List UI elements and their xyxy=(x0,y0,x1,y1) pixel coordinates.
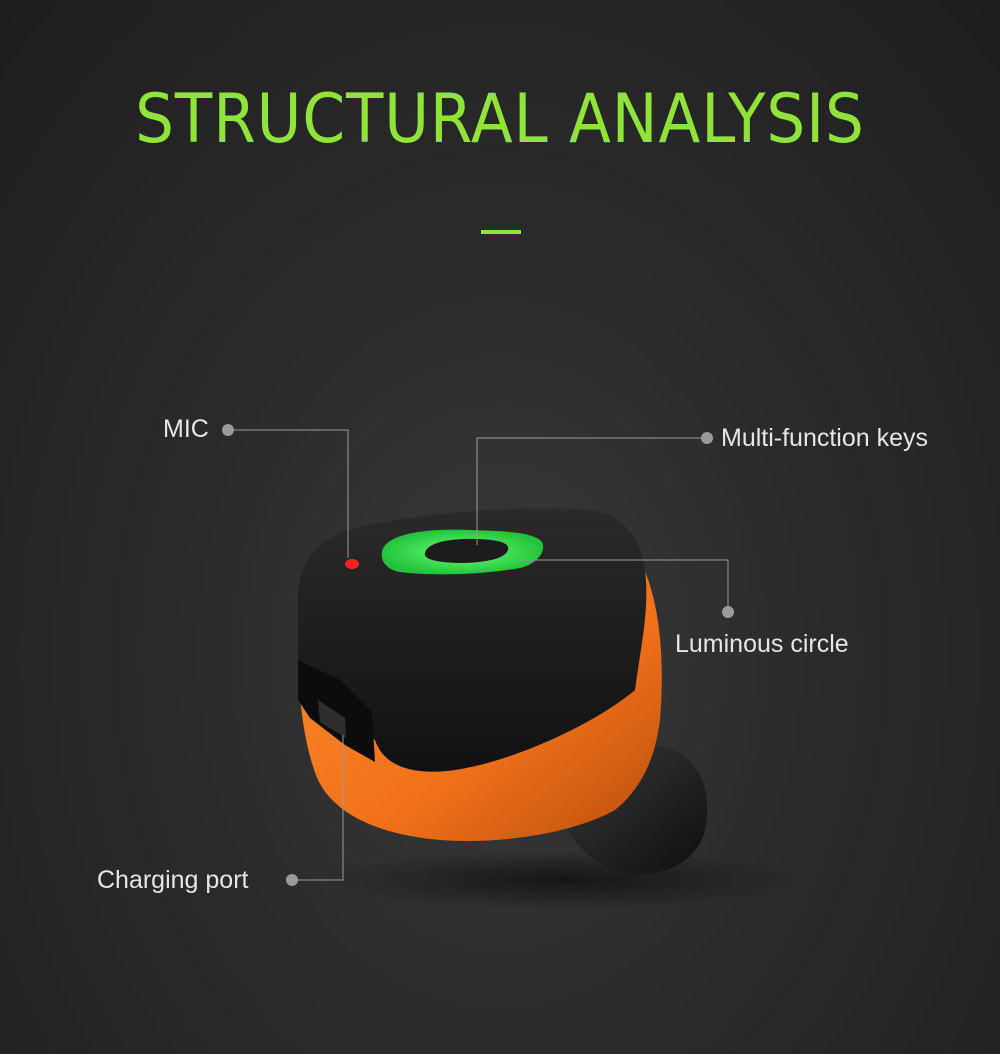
luminous-circle xyxy=(424,538,509,563)
title-underline xyxy=(481,230,521,234)
mic-dot xyxy=(345,559,359,569)
leader-lines xyxy=(228,429,729,881)
luminous-circle-label: Luminous circle xyxy=(675,630,849,658)
charging-port-label: Charging port xyxy=(97,866,249,894)
port-leader-dot xyxy=(286,874,298,886)
keys-leader-dot xyxy=(701,432,713,444)
keys-leader xyxy=(476,437,707,545)
mic-leader-dot xyxy=(222,424,234,436)
luminous-leader-dot xyxy=(722,606,734,618)
charging-port-recess xyxy=(298,660,375,762)
luminous-leader xyxy=(520,559,729,612)
charging-port-slot xyxy=(318,700,346,738)
floor-shadow xyxy=(320,850,800,910)
leader-dots xyxy=(222,424,734,886)
multi-function-keys-label: Multi-function keys xyxy=(721,424,929,452)
mic-label: MIC xyxy=(163,415,209,443)
page-title: STRUCTURAL ANALYSIS xyxy=(135,80,865,159)
black-housing xyxy=(298,508,647,772)
port-leader xyxy=(293,735,344,881)
mic-leader xyxy=(228,429,349,558)
